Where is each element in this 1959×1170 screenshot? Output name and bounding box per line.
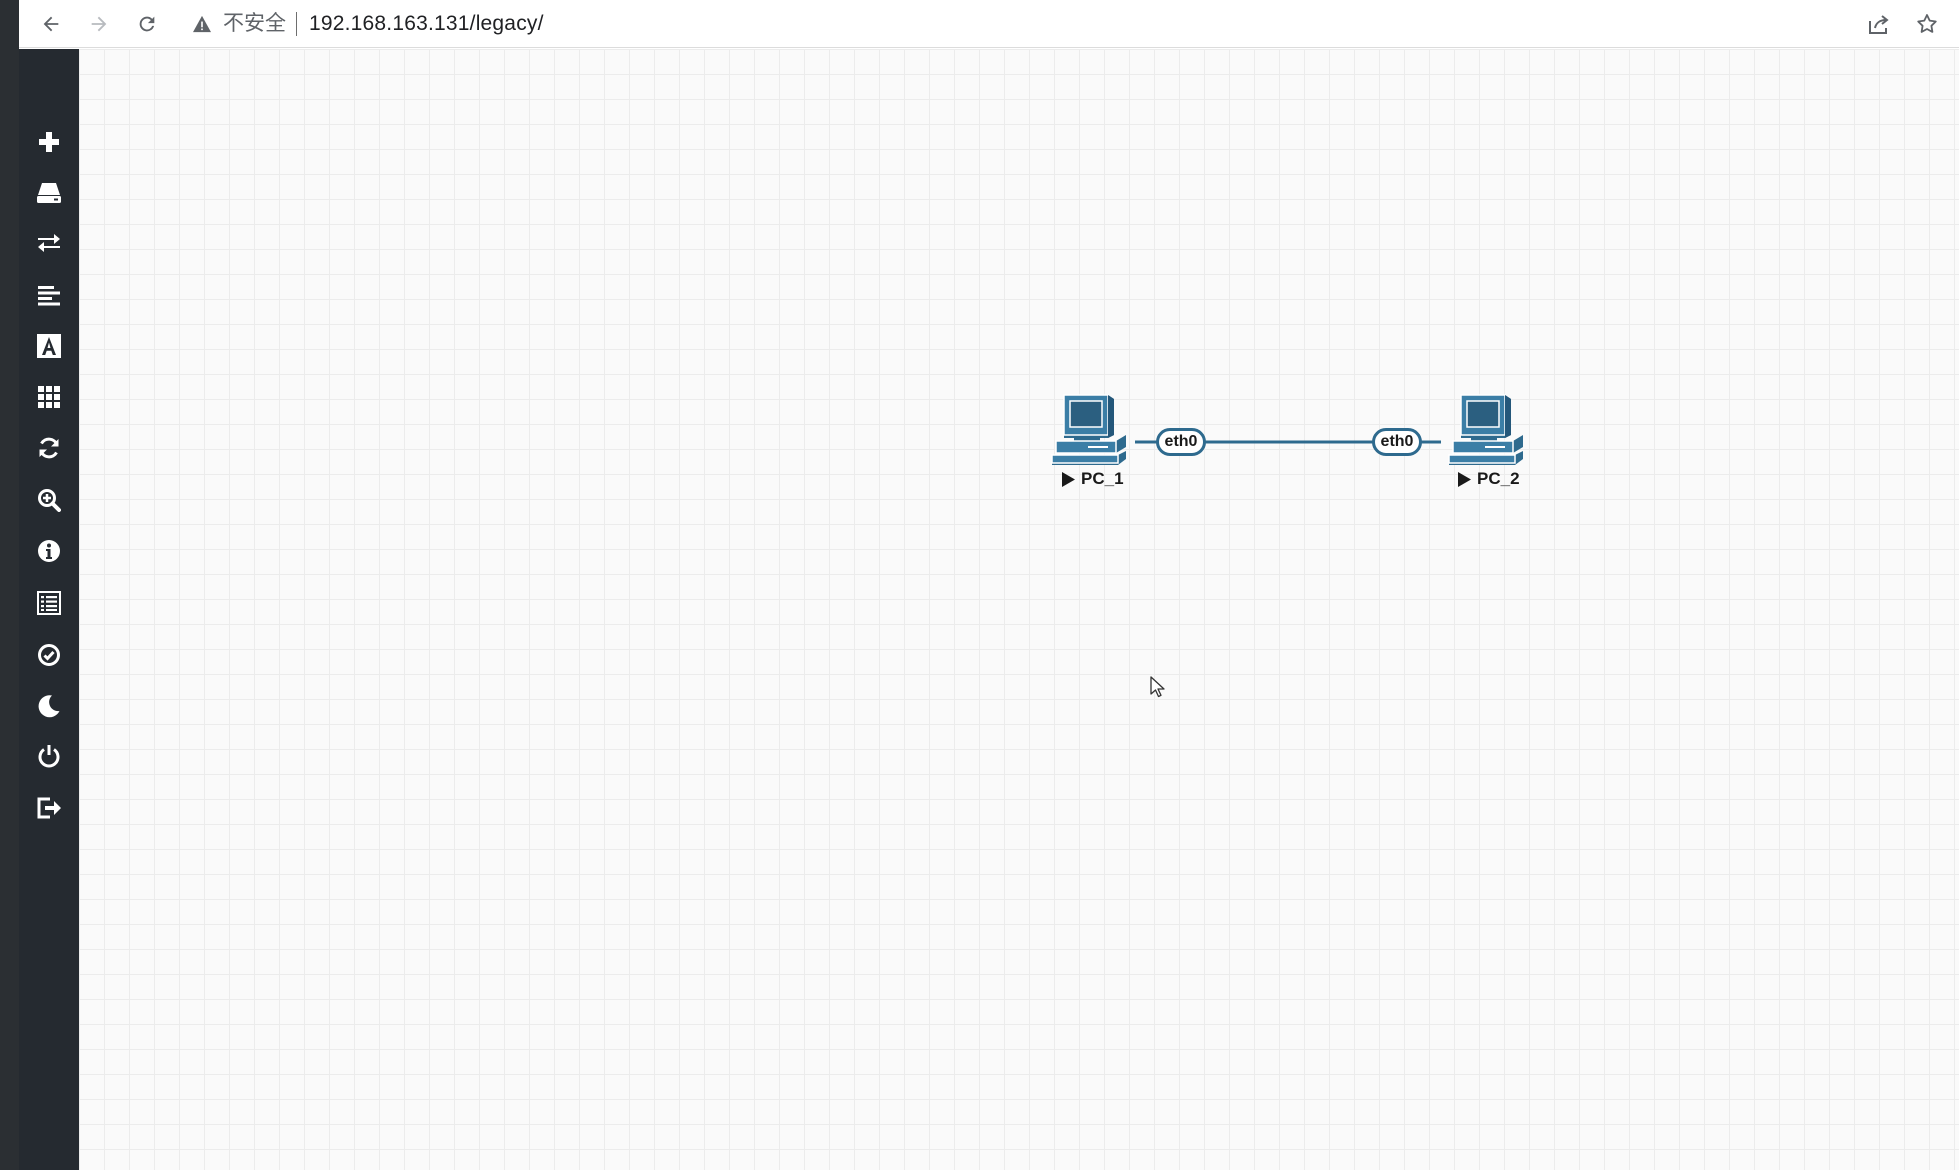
power-icon [38,745,60,768]
moon-icon [38,695,60,718]
check-circle-icon [38,644,60,666]
node-name: PC_1 [1081,469,1124,488]
sidebar [19,49,79,1170]
sidebar-item-status[interactable] [19,529,79,573]
node-pc2[interactable] [1447,391,1537,491]
zoom-icon [38,489,61,512]
plus-icon [39,132,59,152]
grid-icon [38,386,60,408]
play-icon [1062,471,1075,487]
exchange-icon [38,234,60,252]
sidebar-item-networks[interactable] [19,221,79,265]
align-left-icon [38,286,60,306]
back-button[interactable] [27,2,75,46]
interface-label-pc1[interactable]: eth0 [1156,428,1206,456]
arrow-right-icon [91,16,107,31]
network-link[interactable] [79,49,1959,1170]
node-name: PC_2 [1477,469,1520,488]
star-icon [1917,13,1937,33]
sidebar-item-text-objects[interactable] [19,324,79,368]
reload-icon [139,16,155,31]
share-icon [1869,14,1889,34]
bookmark-button[interactable] [1903,2,1951,46]
sidebar-item-lab-details[interactable] [19,581,79,625]
font-icon [37,334,61,358]
sidebar-item-add-object[interactable] [19,120,79,164]
sidebar-item-zoom[interactable] [19,478,79,522]
topology-canvas[interactable]: PC_1 eth0 PC_2 eth0 [79,49,1959,1170]
info-icon [38,540,60,562]
sidebar-item-logout[interactable] [19,786,79,830]
drive-icon [37,183,61,203]
security-status-label[interactable]: 不安全 [223,11,297,36]
node-label-pc1[interactable]: PC_1 [1062,469,1124,489]
warning-icon [191,13,213,35]
sidebar-item-refresh[interactable] [19,426,79,470]
sidebar-item-startup-configs[interactable] [19,273,79,317]
sidebar-item-nodes[interactable] [19,171,79,215]
mouse-cursor-icon [1150,676,1165,698]
share-button[interactable] [1855,2,1903,46]
pc-icon [1051,394,1126,465]
window-left-edge [0,0,19,1170]
sidebar-item-dark-mode[interactable] [19,684,79,728]
reload-button[interactable] [123,2,171,46]
address-bar[interactable]: 不安全 192.168.163.131/legacy/ [191,4,1855,44]
sign-out-icon [37,797,61,819]
pc-icon [1448,394,1523,465]
arrow-left-icon [43,16,59,31]
sidebar-item-power[interactable] [19,734,79,778]
refresh-icon [39,437,59,459]
play-icon [1458,471,1471,487]
url-text[interactable]: 192.168.163.131/legacy/ [309,11,544,35]
forward-button[interactable] [75,2,123,46]
list-icon [37,591,61,615]
sidebar-item-pictures[interactable] [19,375,79,419]
interface-label-pc2[interactable]: eth0 [1372,428,1422,456]
node-pc1[interactable] [1050,391,1140,491]
sidebar-item-lock-lab[interactable] [19,633,79,677]
node-label-pc2[interactable]: PC_2 [1458,469,1520,489]
browser-toolbar: 不安全 192.168.163.131/legacy/ [19,0,1959,48]
